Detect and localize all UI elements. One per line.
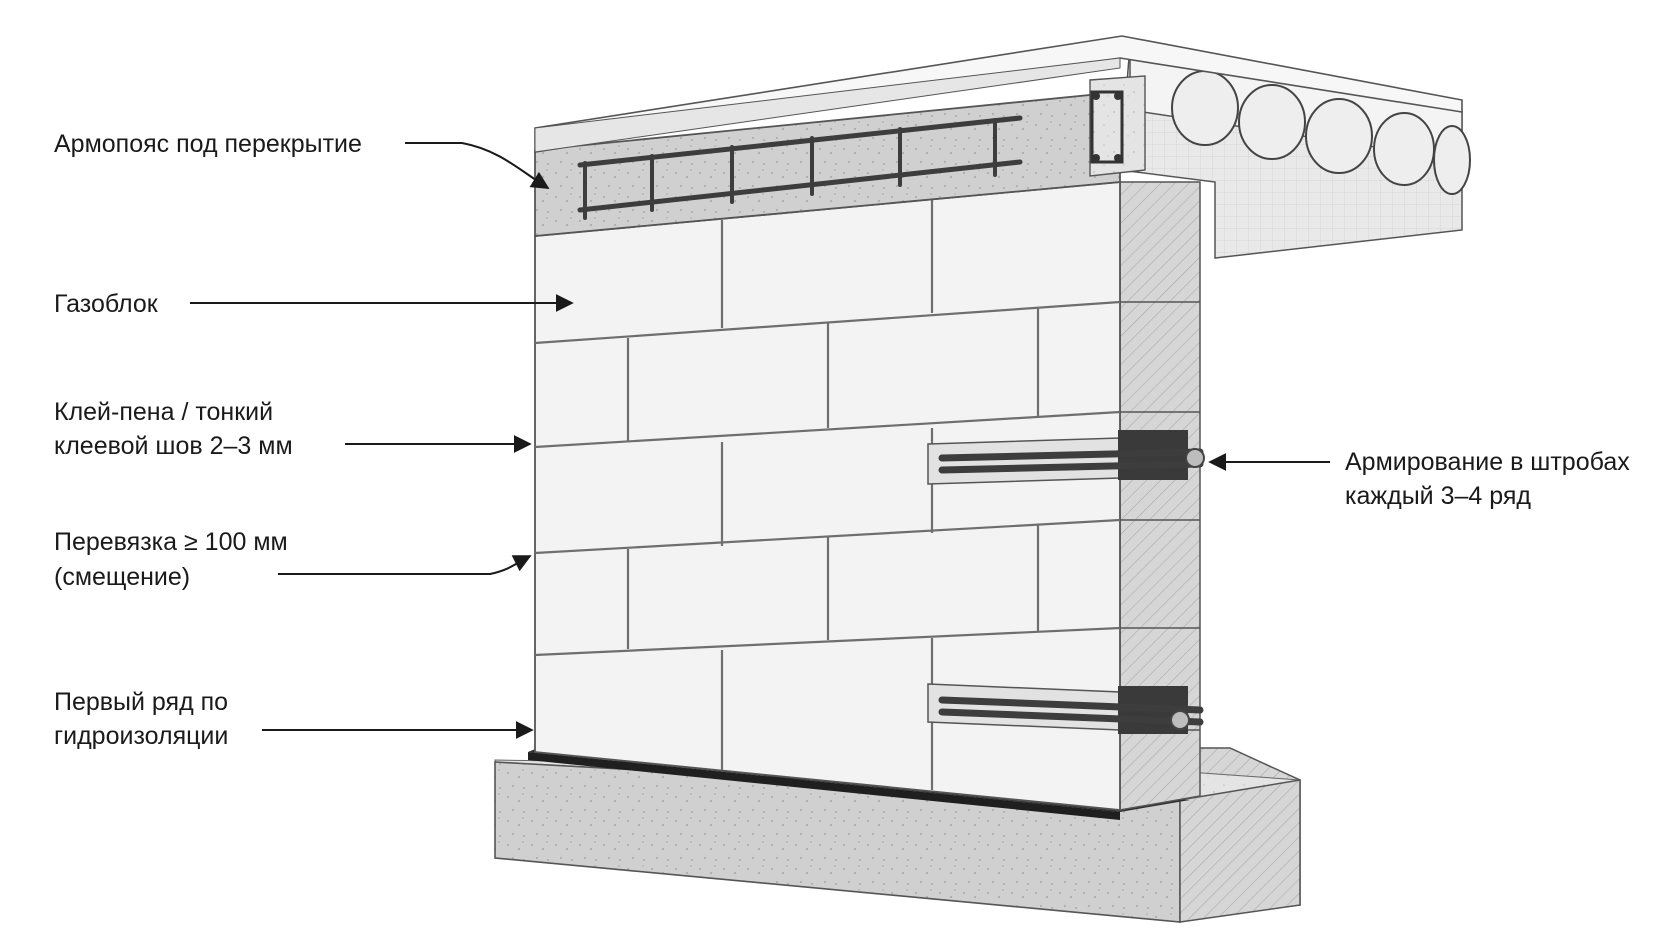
label-armopoyas: Армопояс под перекрытие: [54, 130, 362, 158]
callout-perevyazka: Перевязка ≥ 100 мм (смещение): [54, 528, 532, 591]
callout-first-row: Первый ряд по гидроизоляции: [54, 688, 534, 750]
label-armirovanie-line1: Армирование в штробах: [1345, 448, 1630, 476]
label-gazoblok: Газоблок: [54, 290, 159, 318]
label-glue-line2: клеевой шов 2–3 мм: [54, 432, 293, 460]
label-glue-line1: Клей-пена / тонкий: [54, 398, 273, 426]
label-perevyazka-line2: (смещение): [54, 563, 190, 591]
callout-glue-joint: Клей-пена / тонкий клеевой шов 2–3 мм: [54, 398, 532, 460]
callout-armopoyas: Армопояс под перекрытие: [54, 130, 550, 189]
ring-beam: [534, 75, 1146, 237]
label-first-row-line2: гидроизоляции: [54, 722, 228, 750]
callout-armirovanie: Армирование в штробах каждый 3–4 ряд: [1208, 448, 1630, 510]
label-perevyazka-line1: Перевязка ≥ 100 мм: [54, 528, 288, 556]
slab-top-surface: [534, 35, 1463, 153]
label-armirovanie-line2: каждый 3–4 ряд: [1345, 482, 1531, 510]
callout-gazoblok: Газоблок: [54, 290, 574, 318]
rebar-chase-lower: [927, 683, 1204, 734]
rebar-chase-upper: [927, 430, 1205, 485]
label-first-row-line1: Первый ряд по: [54, 688, 228, 716]
